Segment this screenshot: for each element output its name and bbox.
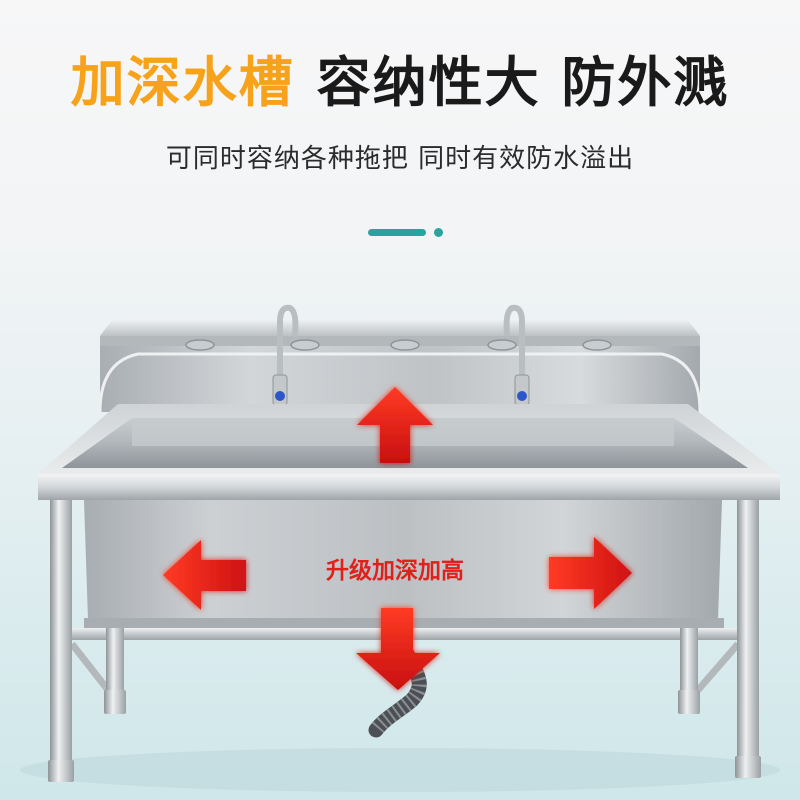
arrow-up-icon: [357, 387, 433, 463]
sink-frame: [48, 500, 761, 782]
leg-front-right: [737, 500, 759, 762]
leg-back-left: [106, 628, 124, 692]
foot-back-right: [678, 690, 700, 714]
leg-back-right: [680, 628, 698, 692]
headline: 加深水槽容纳性大 防外溅: [0, 50, 800, 116]
brace-right: [695, 641, 741, 693]
knob: [390, 339, 420, 351]
knob: [185, 339, 215, 351]
knob: [582, 339, 612, 351]
knob: [290, 339, 320, 351]
foot-front-right: [735, 756, 761, 778]
arrow-left-icon: [163, 540, 246, 610]
upgrade-label: 升级加深加高: [326, 558, 464, 584]
foot-front-left: [48, 760, 74, 782]
headline-highlight: 加深水槽: [70, 51, 295, 114]
divider-dot: [434, 228, 443, 237]
leg-front-left: [50, 500, 72, 765]
brace-left: [69, 641, 111, 693]
arrow-down-icon: [356, 608, 440, 690]
arrow-right-icon: [549, 537, 632, 609]
knob: [487, 339, 517, 351]
backsplash-knobs: [185, 339, 612, 351]
divider-line: [368, 229, 426, 236]
subtitle: 可同时容纳各种拖把 同时有效防水溢出: [165, 144, 635, 174]
headline-rest: 容纳性大 防外溅: [316, 51, 730, 114]
floor-shadow: [20, 748, 780, 792]
foot-back-left: [104, 690, 126, 714]
